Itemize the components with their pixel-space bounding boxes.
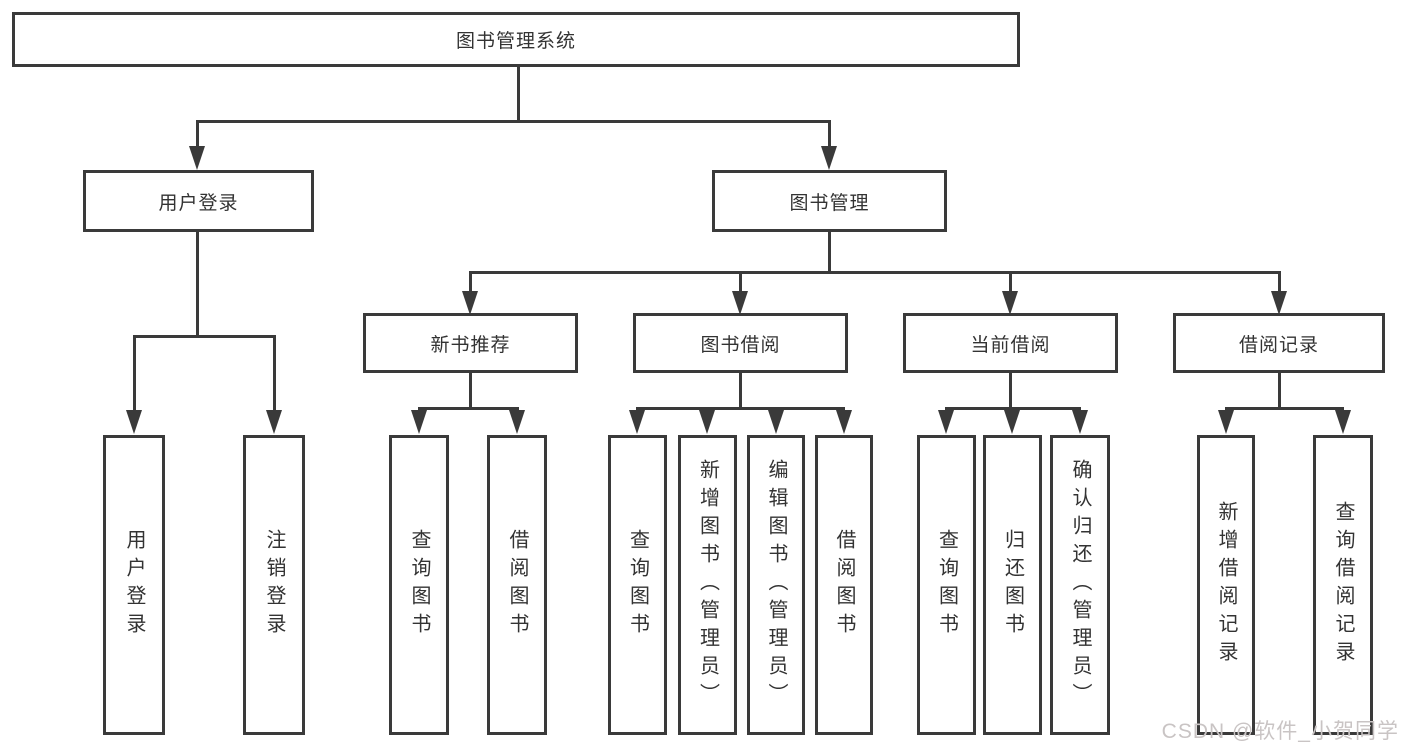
leaf-label: 新增图书（管理员） xyxy=(696,459,719,711)
leaf-label: 借阅图书 xyxy=(506,529,528,641)
arrowhead-leaf xyxy=(768,410,784,434)
connector-new-books-bus xyxy=(418,407,519,410)
leaf-edit-books-admin: 编辑图书（管理员） xyxy=(747,435,805,735)
connector-user-login-bus xyxy=(133,335,276,338)
arrowhead-leaf xyxy=(509,410,525,434)
leaf-query-books-3: 查询图书 xyxy=(917,435,976,735)
connector-records-stem xyxy=(1278,271,1281,294)
leaf-query-books: 查询图书 xyxy=(389,435,449,735)
node-current-borrowing: 当前借阅 xyxy=(903,313,1118,373)
connector-new-books-drop xyxy=(469,373,472,407)
leaf-label: 查询图书 xyxy=(935,529,958,641)
arrowhead-records xyxy=(1271,291,1287,315)
arrowhead-leaf xyxy=(1218,410,1234,434)
connector-level3-bus xyxy=(469,271,1281,274)
arrowhead-user-login xyxy=(189,146,205,170)
connector-level2-bus xyxy=(196,120,830,123)
connector-current-bus xyxy=(945,407,1081,410)
connector-user-login-stem xyxy=(196,120,199,148)
connector-user-login-drop xyxy=(196,232,199,335)
leaf-label: 借阅图书 xyxy=(833,529,855,641)
connector-borrowing-bus xyxy=(636,407,845,410)
arrowhead-leaf xyxy=(1335,410,1351,434)
connector-current-drop xyxy=(1009,373,1012,407)
connector-borrowing-stem xyxy=(739,271,742,294)
connector-current-stem xyxy=(1009,271,1012,294)
connector-root-drop xyxy=(517,67,520,120)
arrowhead-book-mgmt xyxy=(821,146,837,170)
leaf-return-books: 归还图书 xyxy=(983,435,1042,735)
arrowhead-leaf xyxy=(266,410,282,434)
leaf-label: 查询图书 xyxy=(626,529,649,641)
connector-borrowing-drop xyxy=(739,373,742,407)
leaf-label: 查询图书 xyxy=(408,529,430,641)
arrowhead-leaf xyxy=(938,410,954,434)
leaf-label: 编辑图书（管理员） xyxy=(765,459,787,711)
connector-records-bus xyxy=(1225,407,1344,410)
connector-records-drop xyxy=(1278,373,1281,407)
arrowhead-leaf xyxy=(836,410,852,434)
arrowhead-leaf xyxy=(629,410,645,434)
arrowhead-leaf xyxy=(411,410,427,434)
connector-leaf-stem xyxy=(133,335,136,413)
csdn-watermark: CSDN @软件_小贺同学 xyxy=(1161,720,1399,743)
arrowhead-current xyxy=(1002,291,1018,315)
arrowhead-leaf xyxy=(1072,410,1088,434)
node-book-borrowing: 图书借阅 xyxy=(633,313,848,373)
connector-book-mgmt-stem xyxy=(828,120,831,148)
arrowhead-leaf xyxy=(126,410,142,434)
node-root: 图书管理系统 xyxy=(12,12,1020,67)
connector-new-books-stem xyxy=(469,271,472,294)
connector-leaf-stem xyxy=(273,335,276,413)
leaf-borrow-books-2: 借阅图书 xyxy=(815,435,873,735)
leaf-query-borrow-record: 查询借阅记录 xyxy=(1313,435,1373,735)
leaf-add-borrow-record: 新增借阅记录 xyxy=(1197,435,1255,735)
leaf-label: 归还图书 xyxy=(1001,529,1024,641)
leaf-borrow-books: 借阅图书 xyxy=(487,435,547,735)
arrowhead-leaf xyxy=(1004,410,1020,434)
leaf-label: 注销登录 xyxy=(263,529,285,641)
arrowhead-borrowing xyxy=(732,291,748,315)
leaf-add-books-admin: 新增图书（管理员） xyxy=(678,435,737,735)
arrowhead-new-books xyxy=(462,291,478,315)
leaf-label: 新增借阅记录 xyxy=(1215,501,1237,669)
node-new-book-recommend: 新书推荐 xyxy=(363,313,578,373)
node-borrowing-records: 借阅记录 xyxy=(1173,313,1385,373)
node-user-login: 用户登录 xyxy=(83,170,314,232)
arrowhead-leaf xyxy=(699,410,715,434)
leaf-label: 用户登录 xyxy=(123,529,145,641)
node-book-management: 图书管理 xyxy=(712,170,947,232)
leaf-logout: 注销登录 xyxy=(243,435,305,735)
leaf-user-login: 用户登录 xyxy=(103,435,165,735)
leaf-query-books-2: 查询图书 xyxy=(608,435,667,735)
leaf-confirm-return-admin: 确认归还（管理员） xyxy=(1050,435,1110,735)
leaf-label: 查询借阅记录 xyxy=(1332,501,1354,669)
connector-book-mgmt-drop xyxy=(828,232,831,271)
leaf-label: 确认归还（管理员） xyxy=(1069,459,1091,711)
